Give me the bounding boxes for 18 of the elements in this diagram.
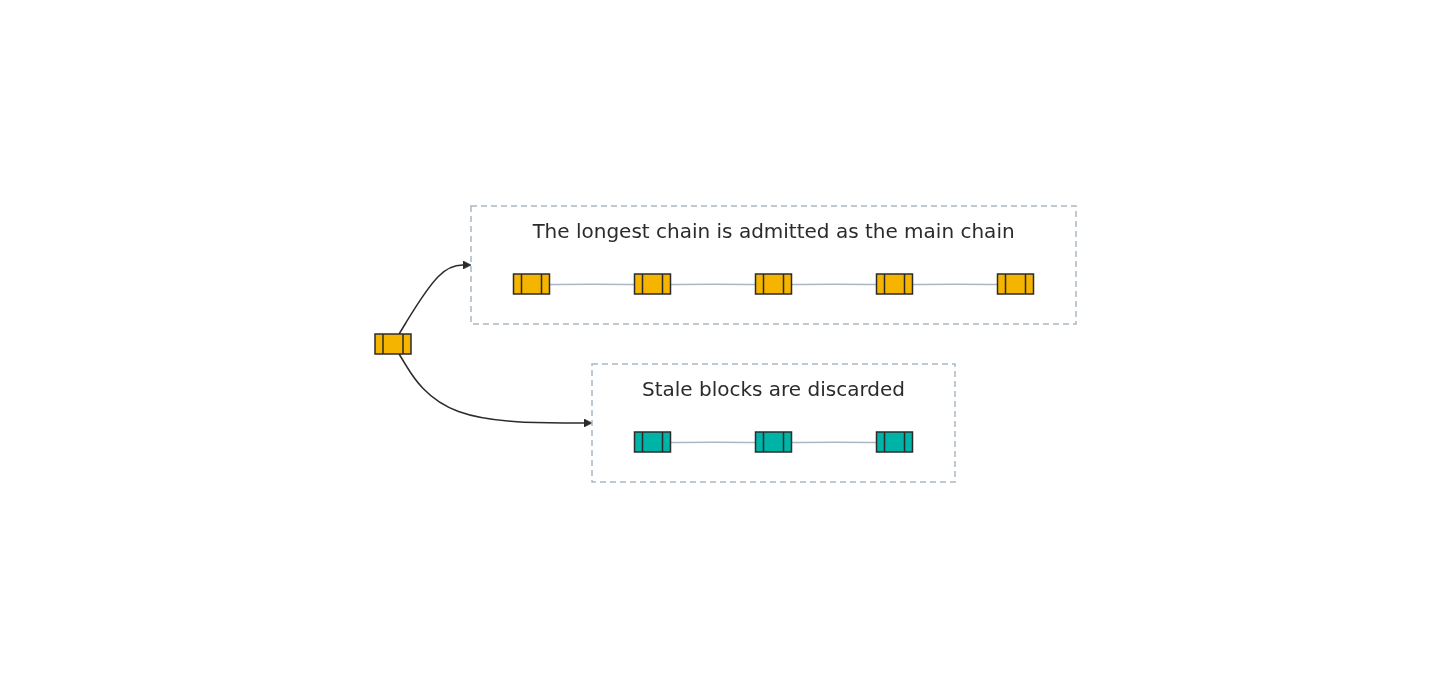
cluster: The longest chain is admitted as the main chain	[469, 205, 1077, 325]
connector	[669, 441, 757, 444]
connector	[790, 283, 878, 286]
cluster: Stale blocks are discarded	[590, 363, 956, 483]
arrow	[397, 260, 471, 335]
connector	[548, 283, 636, 286]
node-cube	[875, 273, 913, 295]
node-cube	[633, 431, 671, 453]
node-cube	[373, 333, 412, 355]
connector	[669, 283, 757, 286]
node-cube	[512, 273, 550, 295]
node-cube	[996, 273, 1034, 295]
connector	[911, 283, 999, 286]
node-cube	[754, 273, 792, 295]
node-cube	[754, 431, 792, 453]
connector	[790, 441, 878, 444]
node-cube	[875, 431, 913, 453]
node-cube	[633, 273, 671, 295]
